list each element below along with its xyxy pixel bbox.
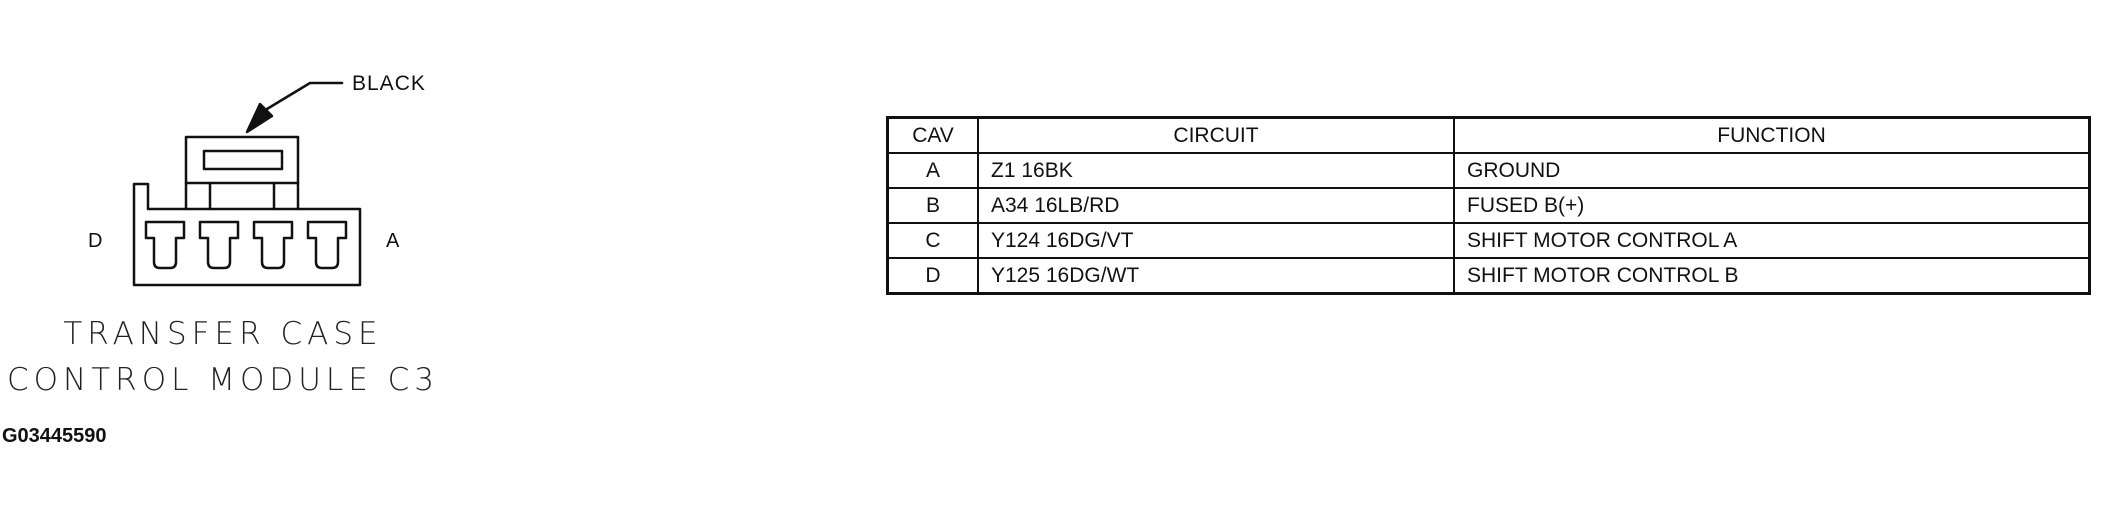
connector-caption-line2: CONTROL MODULE C3 (6, 362, 440, 398)
header-cav: CAV (886, 116, 979, 154)
cell-function: SHIFT MOTOR CONTROL B (1453, 257, 2091, 295)
table-header-row: CAV CIRCUIT FUNCTION (886, 116, 2091, 154)
cavity-c-outline (198, 220, 240, 270)
cell-cav: D (886, 257, 979, 295)
cell-cav: B (886, 187, 979, 224)
cavity-b-outline (252, 220, 294, 270)
table-row: B A34 16LB/RD FUSED B(+) (886, 187, 2091, 224)
figure-id: G03445590 (2, 425, 107, 447)
table-row: D Y125 16DG/WT SHIFT MOTOR CONTROL B (886, 257, 2091, 295)
connector-diagram: BLACK D A TRANSFER CASE CONTROL MODULE C… (0, 0, 520, 515)
callout-label-color: BLACK (352, 72, 426, 95)
connector-caption-line1: TRANSFER CASE (63, 316, 383, 352)
cell-function: GROUND (1453, 152, 2091, 189)
connector-body-outline (132, 182, 362, 287)
cell-function: SHIFT MOTOR CONTROL A (1453, 222, 2091, 259)
table-row: C Y124 16DG/VT SHIFT MOTOR CONTROL A (886, 222, 2091, 259)
table-row: A Z1 16BK GROUND (886, 152, 2091, 189)
cavity-a-outline (306, 220, 348, 270)
cell-circuit: Z1 16BK (977, 152, 1455, 189)
cell-circuit: A34 16LB/RD (977, 187, 1455, 224)
connector-drawing (132, 81, 362, 287)
cell-function: FUSED B(+) (1453, 187, 2091, 224)
lock-window (202, 149, 284, 171)
cell-circuit: Y124 16DG/VT (977, 222, 1455, 259)
pin-label-left: D (88, 230, 103, 252)
callout-leader-line (260, 81, 344, 114)
pinout-table: CAV CIRCUIT FUNCTION A Z1 16BK GROUND B … (886, 116, 2091, 295)
callout-arrowhead (245, 102, 274, 134)
cell-circuit: Y125 16DG/WT (977, 257, 1455, 295)
lock-housing-outline (184, 135, 300, 211)
cell-cav: A (886, 152, 979, 189)
cell-cav: C (886, 222, 979, 259)
cavity-d-outline (144, 220, 186, 270)
pin-label-right: A (386, 230, 400, 252)
header-circuit: CIRCUIT (977, 116, 1455, 154)
header-function: FUNCTION (1453, 116, 2091, 154)
